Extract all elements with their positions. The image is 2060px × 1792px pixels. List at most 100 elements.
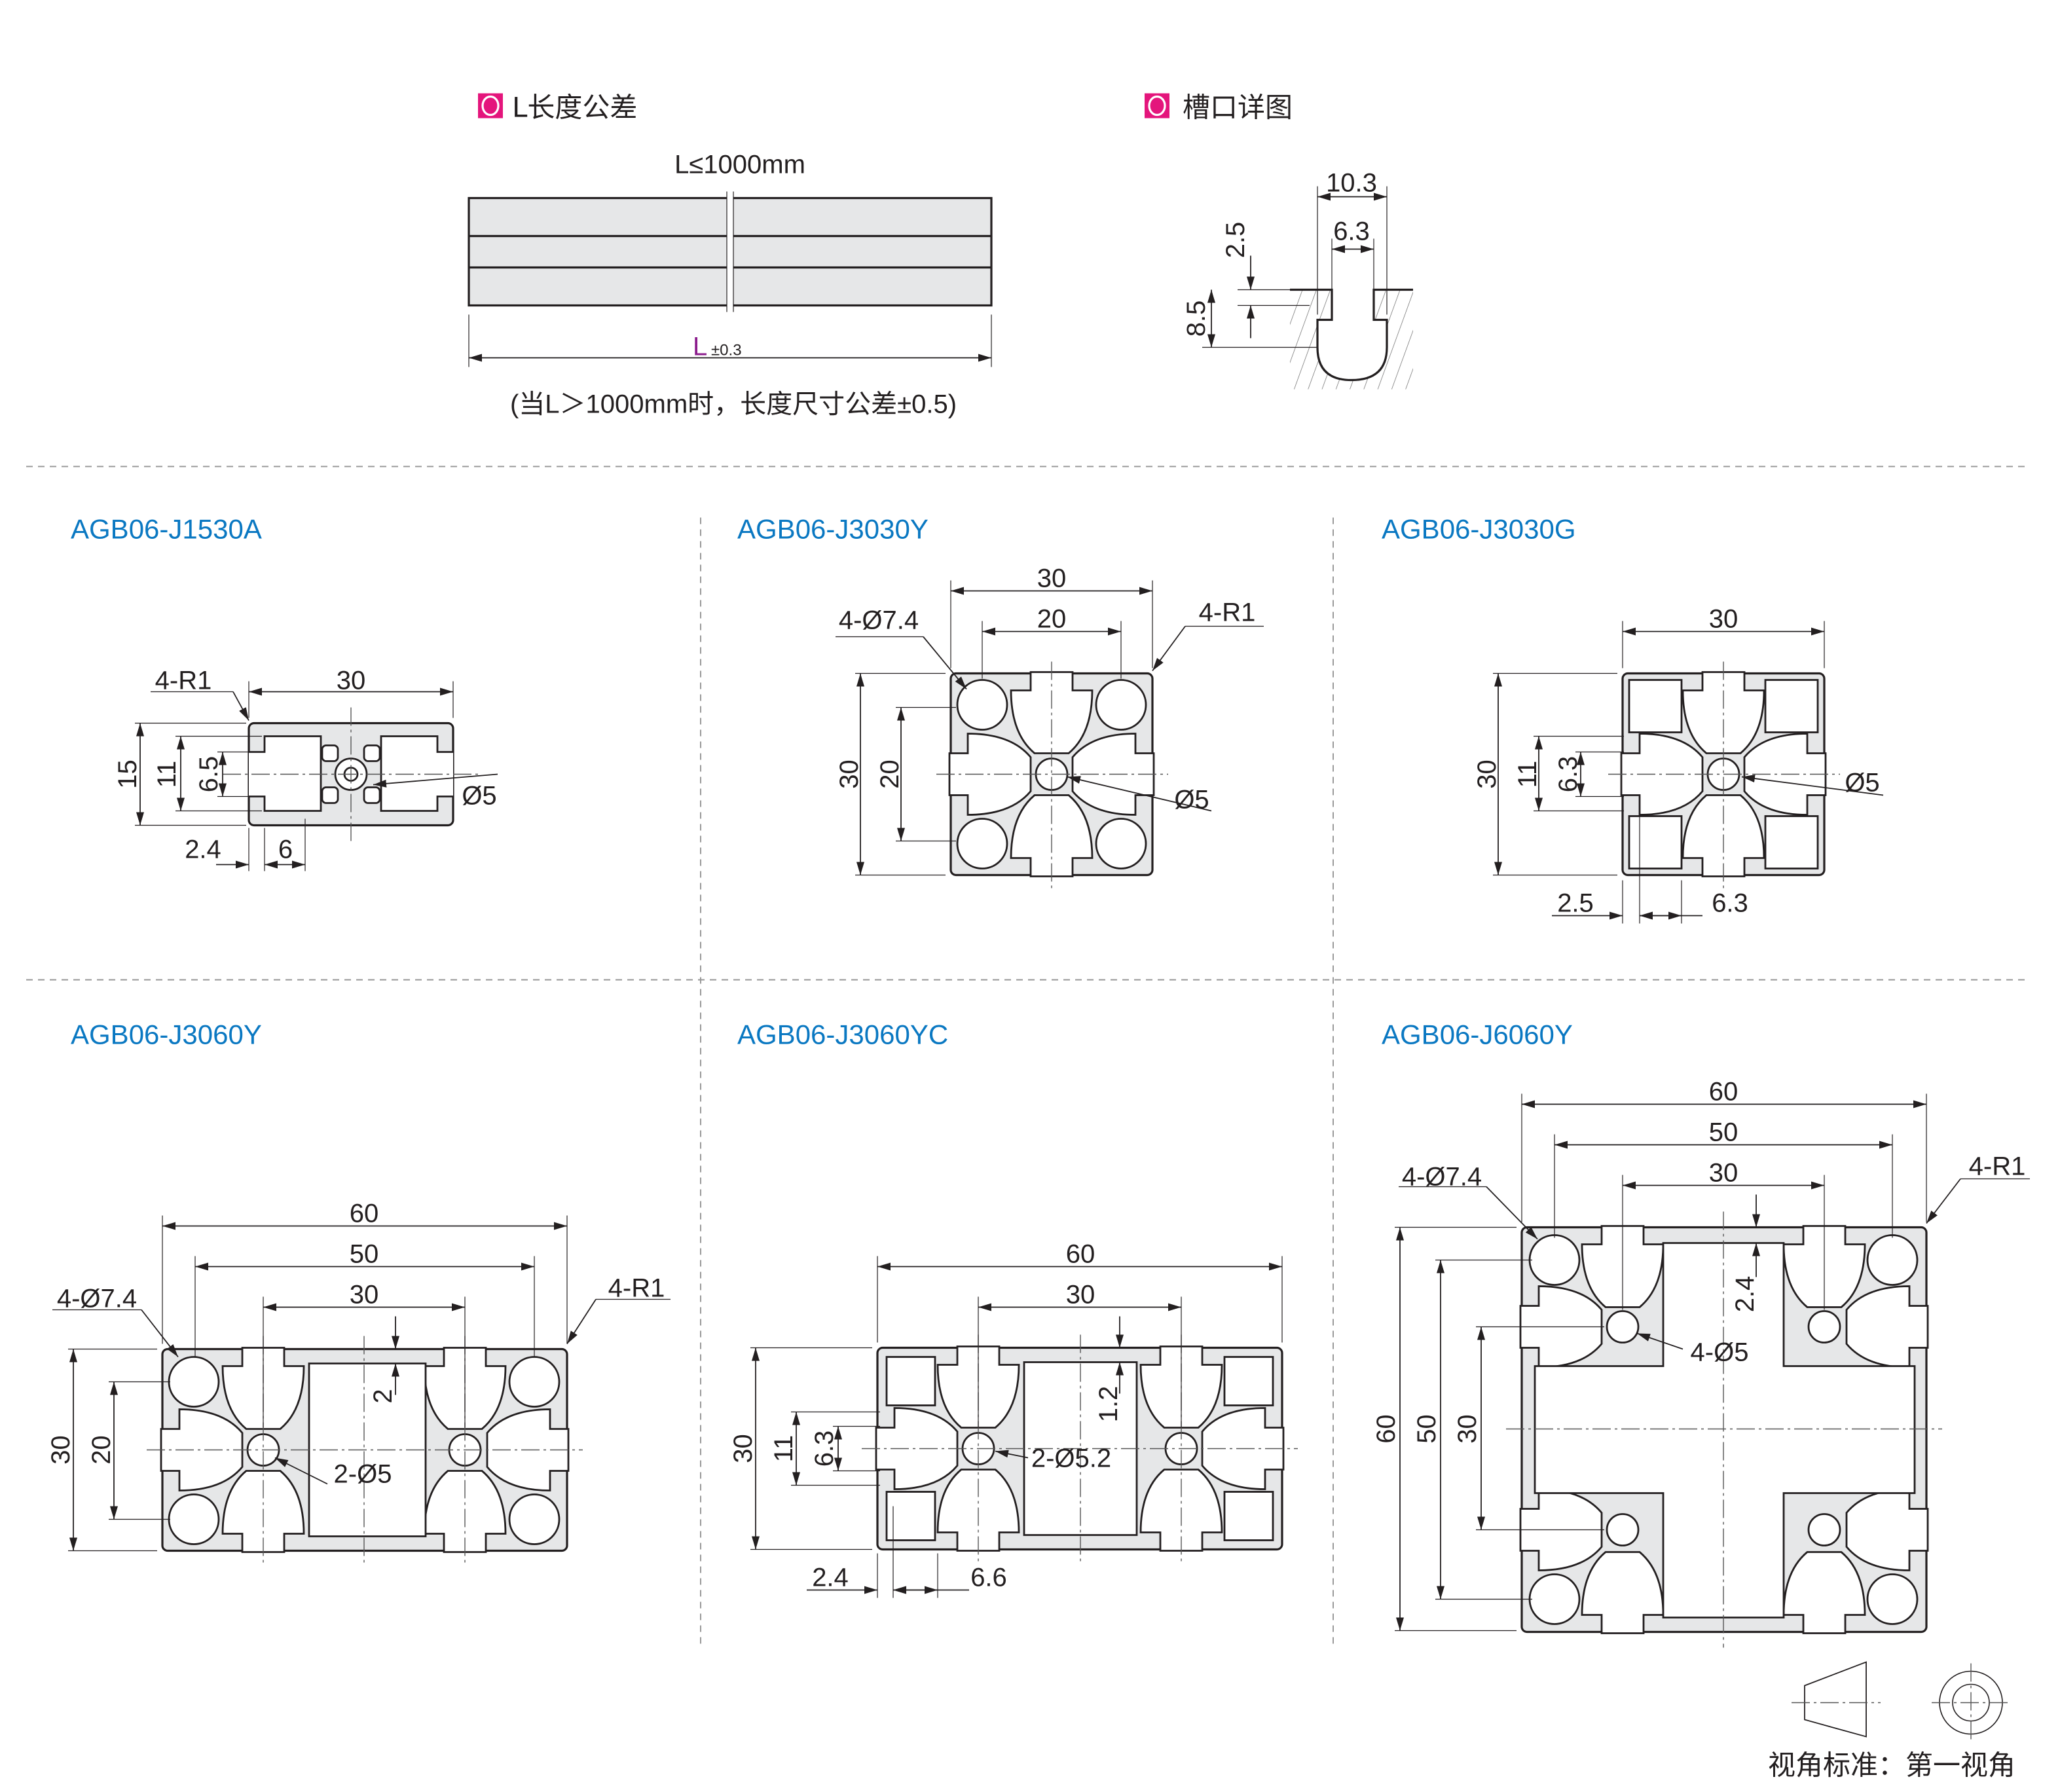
bore-hole bbox=[956, 818, 1008, 869]
corner-cavity bbox=[1628, 815, 1683, 869]
t-slot bbox=[875, 1407, 959, 1490]
dimension-line bbox=[923, 636, 967, 690]
dim-label: 30 bbox=[1473, 759, 1501, 789]
view-standard: 视角标准：第一视角 bbox=[1768, 1661, 2015, 1782]
t-slot bbox=[160, 1408, 244, 1491]
dim-label: 4-R1 bbox=[1969, 1152, 2026, 1181]
dim-label: Ø5 bbox=[462, 782, 496, 811]
corner-cavity bbox=[885, 1356, 936, 1406]
length-tolerance-header: L长度公差 bbox=[478, 92, 637, 124]
dimension-lines bbox=[52, 186, 2030, 1632]
dim-label: 6.3 bbox=[1712, 889, 1748, 918]
dim-label: 6.3 bbox=[1554, 756, 1583, 793]
dim-label: 11 bbox=[1513, 761, 1542, 788]
relief-groove bbox=[363, 744, 381, 762]
dim-label: 4-R1 bbox=[608, 1274, 665, 1303]
bore-hole bbox=[1866, 1234, 1919, 1286]
dim-label: 2.4 bbox=[185, 835, 221, 864]
slot-detail-drawing: 10.3 6.3 2.5 8.5 bbox=[1182, 169, 1413, 390]
length-note: (当L＞1000mm时，长度尺寸公差±0.5) bbox=[510, 390, 957, 419]
dim-label: Ø5 bbox=[1845, 769, 1879, 797]
view-standard-label: 视角标准：第一视角 bbox=[1768, 1749, 2015, 1782]
bore-hole bbox=[508, 1493, 561, 1545]
bore-hole bbox=[1807, 1513, 1841, 1546]
profile-title: AGB06-J3030G bbox=[1382, 514, 1576, 545]
dim-L: L bbox=[693, 333, 707, 361]
dim-label: 6 bbox=[278, 835, 293, 864]
j3030y-labels: 30 20 4-Ø7.4 4-R1 30 20 Ø5 bbox=[835, 564, 1255, 814]
dim-label: 60 bbox=[1709, 1078, 1738, 1106]
dimension-line bbox=[1636, 1332, 1683, 1350]
dimension-line bbox=[1152, 625, 1186, 672]
corner-cavity bbox=[885, 1491, 936, 1541]
dim-label: 50 bbox=[1412, 1414, 1441, 1444]
dim-label: 2.4 bbox=[812, 1563, 849, 1592]
dim-label: 4-Ø7.4 bbox=[1402, 1163, 1482, 1192]
dim-label: 30 bbox=[1066, 1281, 1095, 1309]
dim-label: 4-R1 bbox=[1199, 598, 1256, 627]
bore-hole bbox=[508, 1356, 561, 1408]
dim-label: 2.5 bbox=[1557, 889, 1594, 918]
section-title: 槽口详图 bbox=[1183, 92, 1293, 124]
dim-label: 50 bbox=[1709, 1118, 1738, 1147]
dim-slot-depth: 8.5 bbox=[1182, 301, 1211, 337]
dim-label: 30 bbox=[1453, 1414, 1482, 1444]
side-slot bbox=[380, 735, 453, 812]
dimension-line bbox=[232, 691, 249, 721]
dim-label: 4-Ø5 bbox=[1691, 1338, 1749, 1367]
bore-hole bbox=[168, 1356, 220, 1408]
dimension-line bbox=[274, 1457, 328, 1485]
profile-shapes bbox=[147, 661, 1942, 1648]
j3060yc-labels: 60 30 1.2 30 11 6.3 2-Ø5.2 2.4 6.6 bbox=[729, 1240, 1123, 1592]
dim-label: 30 bbox=[835, 759, 864, 789]
dim-label: 50 bbox=[350, 1240, 379, 1269]
bore-hole bbox=[1866, 1573, 1919, 1625]
side-slot bbox=[249, 735, 322, 812]
bore-hole bbox=[1095, 679, 1147, 731]
corner-cavity bbox=[1223, 1491, 1274, 1541]
dim-label: 30 bbox=[1037, 564, 1067, 593]
profile-title: AGB06-J1530A bbox=[71, 514, 262, 545]
bore-hole bbox=[168, 1493, 220, 1545]
j3030g-labels: 30 30 11 6.3 Ø5 2.5 6.3 bbox=[1473, 605, 1880, 918]
bore-hole bbox=[1606, 1310, 1640, 1344]
dim-label: 1.2 bbox=[1094, 1386, 1123, 1423]
dim-label: 4-Ø7.4 bbox=[839, 606, 919, 635]
relief-groove bbox=[321, 786, 339, 804]
bore-hole bbox=[1528, 1573, 1581, 1625]
t-slot bbox=[1581, 1551, 1665, 1634]
first-angle-circle-icon bbox=[1932, 1663, 2010, 1742]
bore-hole bbox=[1528, 1234, 1581, 1286]
dim-slot-width: 10.3 bbox=[1326, 169, 1377, 198]
dim-label: 11 bbox=[153, 761, 181, 788]
dimension-line bbox=[1741, 775, 1884, 796]
dim-label: 30 bbox=[46, 1435, 75, 1465]
corner-cavity bbox=[1764, 815, 1819, 869]
slot-outline bbox=[1290, 288, 1413, 382]
dim-label: 4-Ø7.4 bbox=[57, 1285, 137, 1313]
length-limit-label: L≤1000mm bbox=[674, 151, 805, 179]
j1530a-labels: 4-R1 30 15 11 6.5 Ø5 2.4 6 bbox=[113, 667, 497, 864]
dim-label: 2.4 bbox=[1731, 1276, 1759, 1313]
dim-label: 30 bbox=[1709, 1159, 1738, 1188]
dim-label: 2 bbox=[369, 1389, 397, 1403]
slot-detail-header: 槽口详图 bbox=[1145, 92, 1293, 124]
j6060y-labels: 60 50 30 4-Ø7.4 4-R1 2.4 4-Ø5 60 50 30 bbox=[1372, 1078, 2025, 1444]
center-cavity bbox=[308, 1362, 427, 1537]
dim-label: 11 bbox=[769, 1435, 798, 1463]
corner-cavity bbox=[1764, 679, 1819, 733]
bore-hole bbox=[1606, 1513, 1640, 1546]
dim-label: 20 bbox=[87, 1435, 116, 1465]
dim-label: 4-R1 bbox=[155, 667, 212, 695]
dim-slot-lip: 2.5 bbox=[1221, 222, 1250, 259]
first-angle-cone-icon bbox=[1804, 1661, 1867, 1738]
dim-label: 20 bbox=[1037, 605, 1067, 634]
dim-label: Ø5 bbox=[1174, 786, 1209, 814]
section-title: L长度公差 bbox=[512, 92, 637, 124]
dim-label: 60 bbox=[1372, 1414, 1401, 1444]
profile-title: AGB06-J3030Y bbox=[737, 514, 929, 545]
dim-label: 2-Ø5.2 bbox=[1031, 1444, 1111, 1473]
profile-title: AGB06-J6060Y bbox=[1382, 1019, 1573, 1050]
dim-tolerance: ±0.3 bbox=[711, 342, 742, 359]
